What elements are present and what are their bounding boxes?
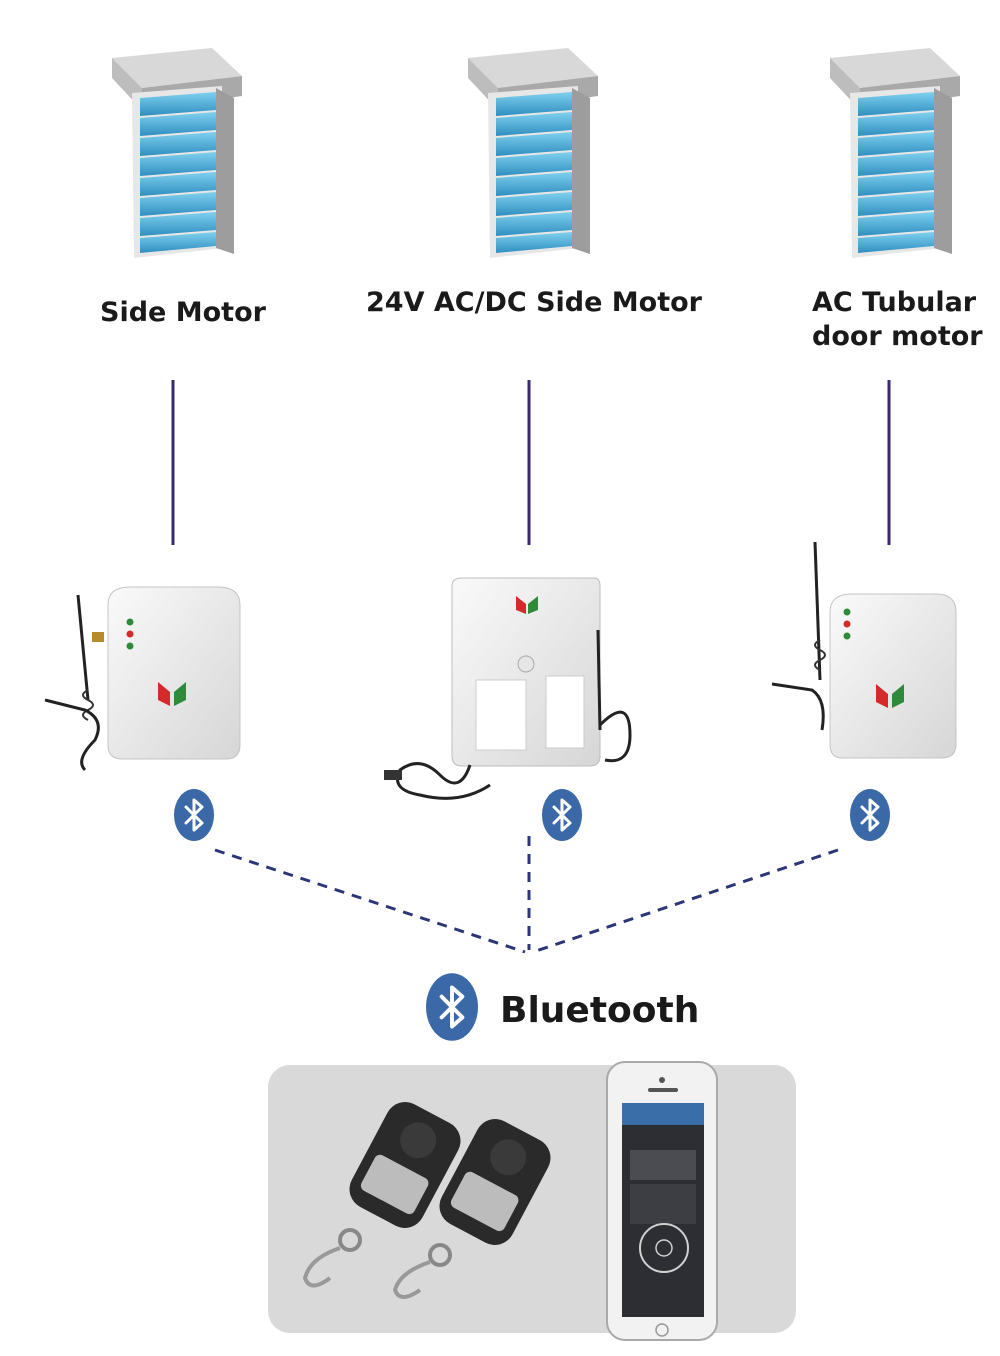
motor-label-side: Side Motor bbox=[100, 297, 266, 328]
motor-label-tubular-line1: AC Tubular bbox=[812, 287, 977, 318]
smartphone bbox=[606, 1061, 718, 1341]
key-fob-remote-1 bbox=[302, 1102, 461, 1288]
controller-device-2 bbox=[384, 577, 632, 800]
receiver-device-1 bbox=[44, 586, 241, 772]
bluetooth-main-icon bbox=[426, 973, 478, 1041]
bluetooth-label: Bluetooth bbox=[500, 990, 700, 1031]
motor-label-tubular-line2: door motor bbox=[812, 321, 983, 352]
receiver-device-3 bbox=[771, 541, 957, 759]
dashed-links bbox=[214, 836, 839, 954]
motor-label-24v: 24V AC/DC Side Motor bbox=[366, 287, 702, 318]
key-fob-remote-2 bbox=[392, 1119, 551, 1299]
